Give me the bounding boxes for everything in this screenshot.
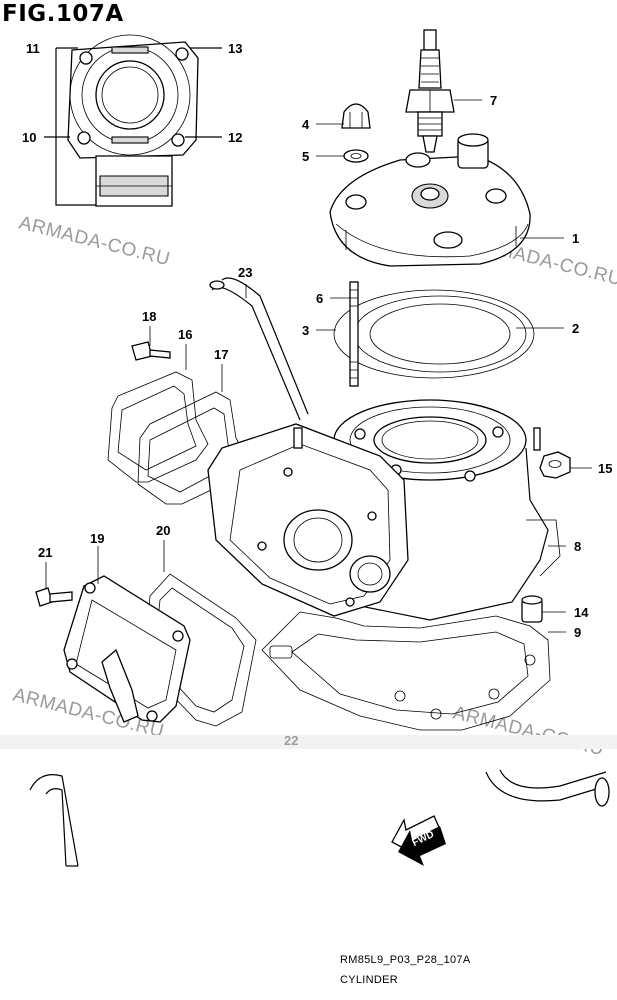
callout-11: 11 bbox=[26, 41, 40, 56]
caption-name: CYLINDER bbox=[340, 974, 399, 986]
spark-plug bbox=[405, 29, 455, 153]
cover-19 bbox=[63, 575, 191, 723]
callout-8: 8 bbox=[574, 539, 581, 554]
callout-1: 1 bbox=[572, 231, 579, 246]
callout-18: 18 bbox=[142, 309, 156, 324]
partial-hose-left bbox=[29, 774, 79, 867]
callouts: 1 2 3 4 5 6 7 8 9 10 11 12 13 14 15 16 1… bbox=[22, 41, 612, 748]
base-gasket bbox=[261, 611, 551, 731]
dowel-14 bbox=[521, 595, 543, 623]
callout-21: 21 bbox=[38, 545, 52, 560]
cylinder bbox=[207, 399, 561, 621]
watermark-5: ARMADA-CO.RU bbox=[451, 702, 606, 760]
cylinder-topview-inset bbox=[44, 34, 222, 207]
nut-15 bbox=[539, 451, 571, 479]
callout-23: 23 bbox=[238, 265, 252, 280]
callout-6: 6 bbox=[316, 291, 323, 306]
callout-12: 12 bbox=[228, 130, 242, 145]
callout-2: 2 bbox=[572, 321, 579, 336]
callout-19: 19 bbox=[90, 531, 104, 546]
partial-hose-right bbox=[485, 769, 610, 807]
bolt-21 bbox=[35, 587, 73, 607]
leader-lines bbox=[45, 99, 592, 633]
scan-band bbox=[0, 735, 617, 749]
callout-9: 9 bbox=[574, 625, 581, 640]
watermark-1: ARMADA-CO.RU bbox=[17, 212, 172, 270]
callout-14: 14 bbox=[574, 605, 589, 620]
callout-22: 22 bbox=[284, 733, 298, 748]
callout-13: 13 bbox=[228, 41, 242, 56]
cylinder-head bbox=[329, 133, 531, 267]
stud-bolt bbox=[349, 281, 359, 387]
head-gasket bbox=[353, 295, 527, 373]
fwd-arrow: FWD bbox=[391, 815, 446, 866]
callout-5: 5 bbox=[302, 149, 309, 164]
figure-title: FIG.107A bbox=[2, 1, 124, 27]
callout-16: 16 bbox=[178, 327, 192, 342]
callout-7: 7 bbox=[490, 93, 497, 108]
callout-15: 15 bbox=[598, 461, 612, 476]
cap-nut bbox=[341, 103, 371, 129]
caption-code: RM85L9_P03_P28_107A bbox=[340, 954, 471, 966]
washer bbox=[343, 149, 369, 163]
callout-20: 20 bbox=[156, 523, 170, 538]
o-ring bbox=[333, 289, 535, 379]
callout-4: 4 bbox=[302, 117, 310, 132]
reed-gasket-16 bbox=[107, 371, 209, 483]
callout-10: 10 bbox=[22, 130, 36, 145]
bolt-18 bbox=[131, 341, 171, 361]
callout-3: 3 bbox=[302, 323, 309, 338]
callout-17: 17 bbox=[214, 347, 228, 362]
hose bbox=[209, 277, 309, 421]
